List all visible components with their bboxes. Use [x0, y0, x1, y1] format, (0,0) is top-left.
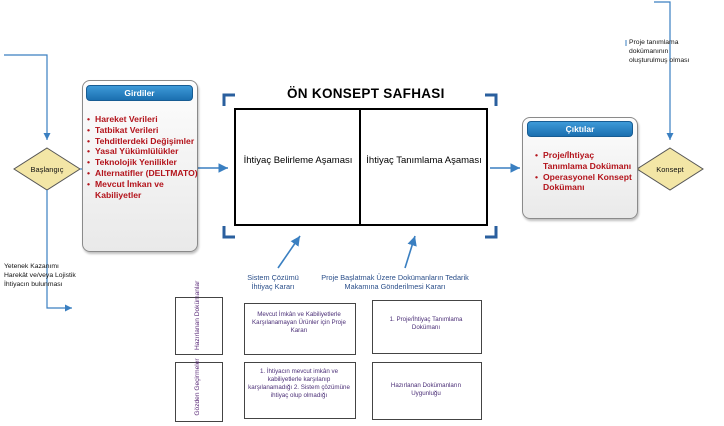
top-right-note-line: oluşturulmuş olması: [629, 57, 690, 64]
phase-right-text: İhtiyaç Tanımlama Aşaması: [366, 155, 482, 166]
review-text-2: Hazırlanan Dokümanların Uygunluğu: [390, 382, 462, 397]
decision-right-arrow: [404, 235, 417, 269]
top-right-note-line: dokümanının: [629, 48, 669, 55]
end-diamond: [636, 147, 704, 191]
inputs-item: Yasal Yükümlülükler: [87, 146, 199, 157]
left-note-line: Harekât ve/veya Lojistik: [4, 272, 76, 279]
inputs-item: Mevcut İmkan ve Kabiliyetler: [87, 179, 199, 201]
left-note-line: İhtiyacın bulunması: [4, 281, 63, 288]
inputs-item: Tatbikat Verileri: [87, 125, 199, 136]
row1-header-cell: [175, 297, 223, 355]
phase-box: [234, 108, 488, 226]
left-note-line: Yetenek Kazanımı: [4, 263, 59, 270]
row1-header: Hazırlanan Dokümanlar: [194, 280, 201, 350]
doc-text-2: 1. Proje/İhtiyaç Tanımlama Dokümanı: [389, 316, 463, 331]
inputs-title: Girdiler: [86, 85, 193, 101]
start-arrow: [4, 54, 51, 140]
phase-brackets: [222, 93, 498, 239]
outputs-list: Proje/İhtiyaç Tanımlama Dokümanı Operasy…: [534, 150, 639, 193]
review-text-1: 1. İhtiyacın mevcut imkân ve kabiliyetle…: [248, 368, 350, 399]
decision-right-caption: Proje Başlatmak Üzere Dokümanların Tedar…: [321, 273, 469, 291]
phase-title: ÖN KONSEPT SAFHASI: [287, 86, 445, 101]
phase-left-text: İhtiyaç Belirleme Aşaması: [243, 155, 353, 166]
end-arrow: [654, 1, 674, 140]
inputs-item: Teknolojik Yenilikler: [87, 157, 199, 168]
review-cell-1: [244, 362, 356, 419]
doc-cell-1: [244, 303, 356, 355]
inputs-item: Tehditlerdeki Değişimler: [87, 136, 199, 147]
inputs-list: Hareket Verileri Tatbikat Verileri Tehdi…: [86, 114, 199, 200]
decision-left-arrow: [277, 235, 301, 269]
top-right-note-line: Proje tanımlama: [629, 39, 679, 46]
outputs-title: Çıktılar: [527, 121, 633, 137]
row2-header-cell: [175, 362, 223, 422]
phase-divider: [359, 110, 361, 224]
doc-cell-2: [372, 300, 482, 354]
decision-left-caption: Sistem Çözümü İhtiyaç Kararı: [247, 273, 299, 291]
start-label: Başlangıç: [30, 165, 64, 174]
end-label: Konsept: [656, 165, 684, 174]
outputs-item: Proje/İhtiyaç Tanımlama Dokümanı: [535, 150, 639, 172]
row2-header: Gözden Geçirmeler: [194, 358, 201, 416]
outputs-item: Operasyonel Konsept Dokümanı: [535, 172, 639, 194]
left-note: Yetenek Kazanımı Harekât ve/veya Lojisti…: [4, 262, 76, 289]
top-right-note: Proje tanımlama dokümanının oluşturulmuş…: [629, 38, 689, 65]
inputs-item: Hareket Verileri: [87, 114, 199, 125]
start-down-connector: [46, 190, 72, 312]
inputs-item: Alternatifler (DELTMATO): [87, 168, 199, 179]
review-cell-2: [372, 362, 482, 420]
doc-text-1: Mevcut İmkân ve Kabiliyetlerle Karşılana…: [252, 311, 346, 334]
